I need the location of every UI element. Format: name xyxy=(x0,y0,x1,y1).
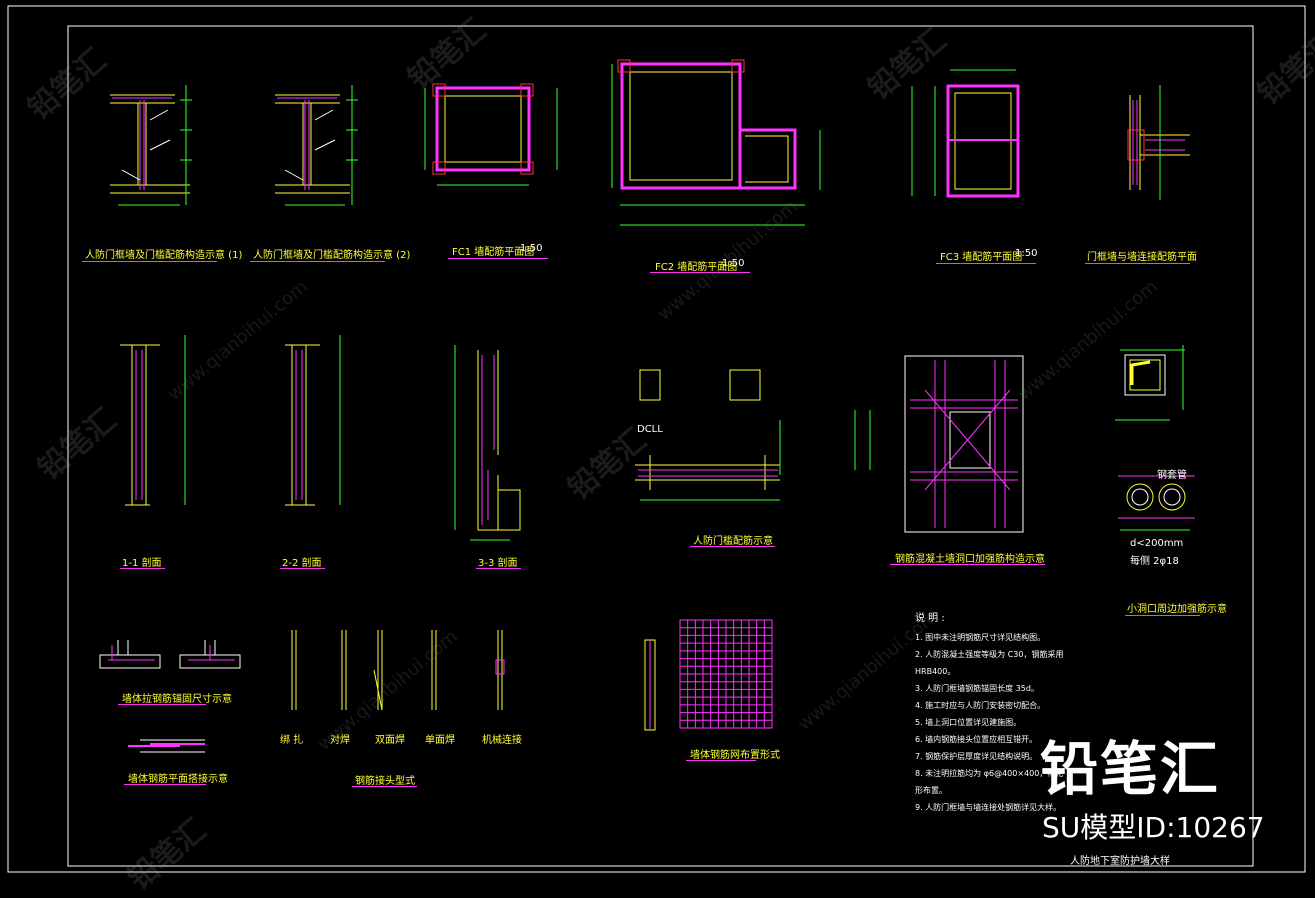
caption-section-3-3: 3-3 剖面 xyxy=(478,558,518,569)
section-2-2 xyxy=(285,335,341,506)
note-item: 8. 未注明拉筋均为 φ6@400×400，梅花形布置。 xyxy=(915,769,1064,795)
caption-lap: 墙体钢筋平面搭接示意 xyxy=(128,774,228,785)
note-small-opening-2: 每侧 2φ18 xyxy=(1130,556,1179,567)
caption-fc3: FC3 墙配筋平面图 xyxy=(940,252,1023,263)
caption-anchor: 墙体拉钢筋锚固尺寸示意 xyxy=(122,694,232,705)
note-item: 1. 图中未注明钢筋尺寸详见结构图。 xyxy=(915,633,1046,642)
scale-fc1: 1:50 xyxy=(520,243,543,254)
brand-logo: 铅笔汇 xyxy=(1040,735,1221,803)
underline xyxy=(82,261,217,262)
underline xyxy=(476,568,521,569)
caption-joint: 钢筋接头型式 xyxy=(355,776,415,787)
note-small-opening-1: d<200mm xyxy=(1130,538,1184,549)
caption-section-2-2: 2-2 剖面 xyxy=(282,558,322,569)
joint-label-mechanical: 机械连接 xyxy=(482,735,522,746)
caption-small-opening: 小洞口周边加强筋示意 xyxy=(1127,604,1227,615)
joint-label-single-weld: 单面焊 xyxy=(425,735,455,746)
note-item: 9. 人防门框墙与墙连接处钢筋详见大样。 xyxy=(915,803,1062,812)
underline xyxy=(250,261,385,262)
underline xyxy=(650,272,750,273)
underline xyxy=(686,760,756,761)
underline xyxy=(890,564,1045,565)
caption-section-1-1: 1-1 剖面 xyxy=(122,558,162,569)
underline xyxy=(280,568,325,569)
note-item: 5. 墙上洞口位置详见建施图。 xyxy=(915,718,1022,727)
door-sill-detail xyxy=(635,369,781,501)
label-dcll: DCLL xyxy=(637,424,663,435)
anchor-detail xyxy=(99,640,241,669)
note-item: 4. 施工时应与人防门安装密切配合。 xyxy=(915,701,1046,710)
underline xyxy=(1125,615,1200,616)
mesh-layout xyxy=(644,619,773,731)
outer-border xyxy=(7,5,1306,873)
joint-label-butt: 对焊 xyxy=(330,735,350,746)
underline xyxy=(448,258,548,259)
underline xyxy=(936,263,1036,264)
underline xyxy=(118,704,206,705)
caption-mesh: 墙体钢筋网布置形式 xyxy=(690,750,780,761)
note-item: 7. 钢筋保护层厚度详见结构说明。 xyxy=(915,752,1038,761)
caption-wall-joint: 门框墙与墙连接配筋平面 xyxy=(1087,252,1197,263)
small-opening-detail xyxy=(1115,345,1195,531)
caption-wall-opening: 钢筋混凝土墙洞口加强筋构造示意 xyxy=(895,554,1045,565)
underline xyxy=(690,546,775,547)
caption-fc2: FC2 墙配筋平面图 xyxy=(655,262,738,273)
notes-title: 说 明 : xyxy=(915,613,945,624)
note-item: 2. 人防混凝土强度等级为 C30，钢筋采用 HRB400。 xyxy=(915,650,1064,676)
design-notes: 说 明 : 1. 图中未注明钢筋尺寸详见结构图。 2. 人防混凝土强度等级为 C… xyxy=(915,610,1065,816)
caption-door-frame-1: 人防门框墙及门槛配筋构造示意 (1) xyxy=(85,250,243,261)
fc1-plan xyxy=(424,83,558,186)
wall-opening-reinforcement xyxy=(854,355,1024,533)
joint-label-double-weld: 双面焊 xyxy=(375,735,405,746)
inner-border xyxy=(67,25,1254,867)
underline xyxy=(120,568,165,569)
joint-types xyxy=(291,630,505,711)
fc2-plan xyxy=(611,59,821,226)
note-item: 6. 墙内钢筋接头位置应相互错开。 xyxy=(915,735,1038,744)
model-id-label: SU模型ID:10267 xyxy=(1042,811,1265,844)
door-frame-detail-1 xyxy=(110,85,192,206)
caption-door-sill: 人防门槛配筋示意 xyxy=(693,536,773,547)
wall-joint-detail xyxy=(1127,85,1190,200)
underline xyxy=(1085,263,1190,264)
section-1-1 xyxy=(120,335,186,506)
drawing-sheet xyxy=(7,5,1306,873)
drawing-title: 人防地下室防护墙大样 xyxy=(1070,856,1170,867)
joint-label-bind: 绑 扎 xyxy=(280,735,304,746)
underline xyxy=(352,786,417,787)
underline xyxy=(124,784,206,785)
fc3-plan xyxy=(911,69,1020,198)
lap-detail xyxy=(128,739,205,753)
caption-door-frame-2: 人防门框墙及门槛配筋构造示意 (2) xyxy=(253,250,411,261)
door-frame-detail-2 xyxy=(275,85,358,206)
label-steel-sleeve: 钢套管 xyxy=(1157,470,1187,481)
scale-fc3: 1:50 xyxy=(1015,248,1038,259)
section-3-3 xyxy=(454,345,521,541)
caption-fc1: FC1 墙配筋平面图 xyxy=(452,247,535,258)
scale-fc2: 1:50 xyxy=(722,258,745,269)
note-item: 3. 人防门框墙钢筋锚固长度 35d。 xyxy=(915,684,1039,693)
